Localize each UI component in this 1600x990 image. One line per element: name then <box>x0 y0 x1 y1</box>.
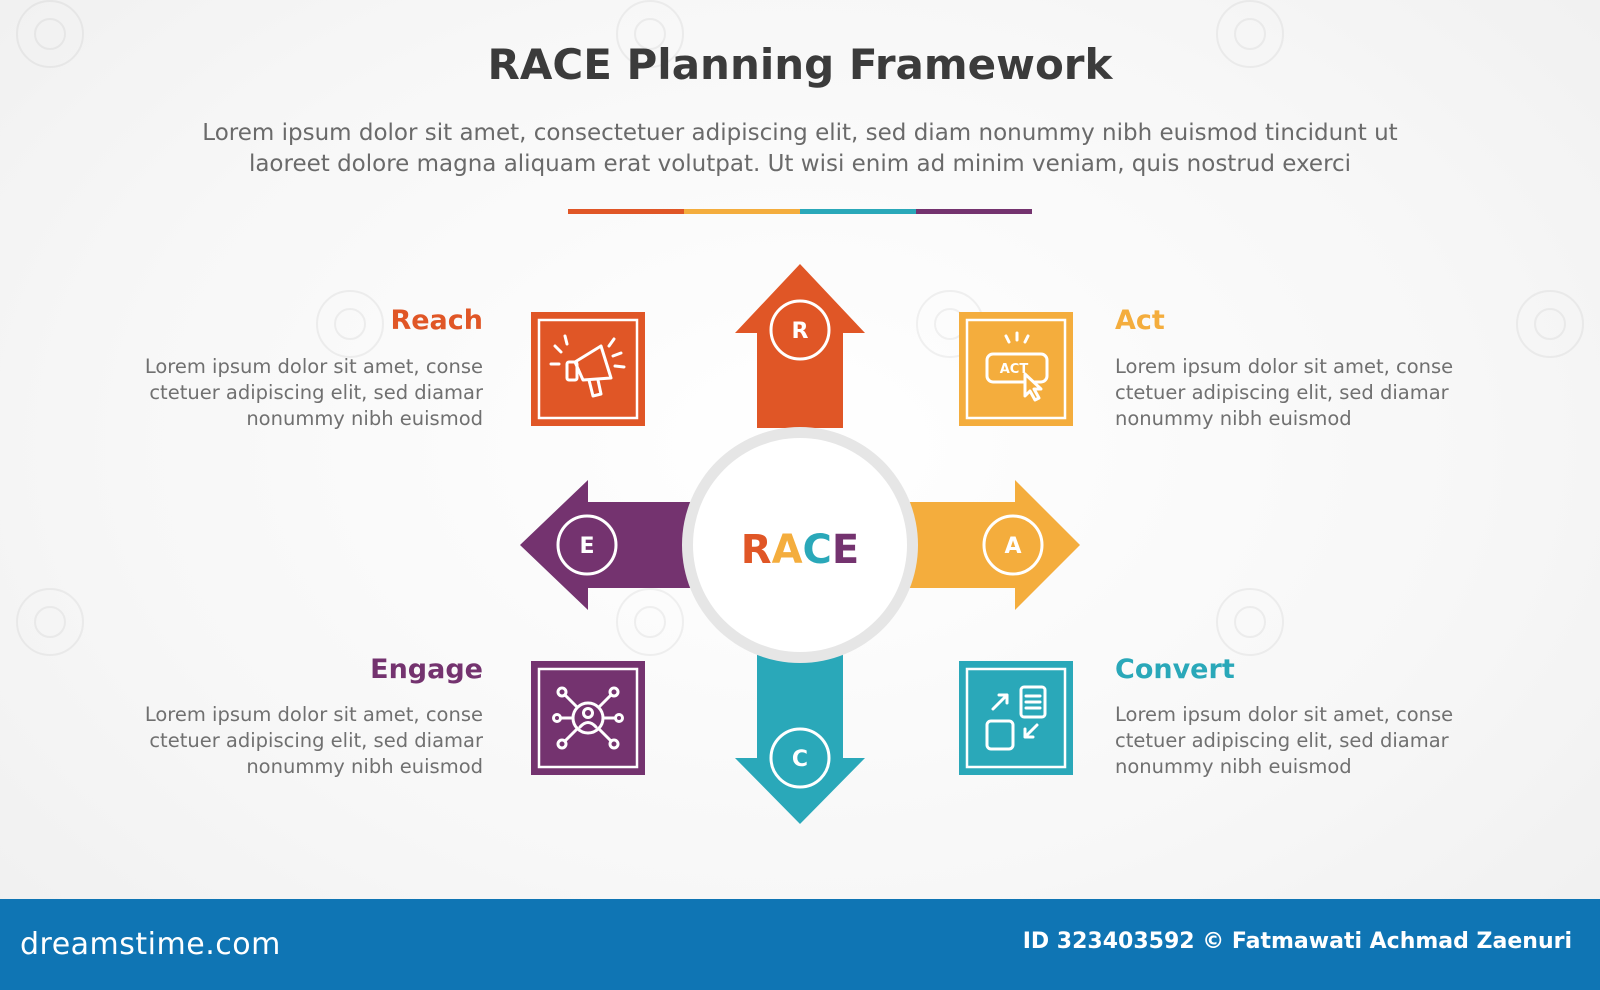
center-letter-e: E <box>832 527 859 573</box>
center-letter-a: A <box>772 527 803 573</box>
footer-bar: dreamstime.com ID 323403592 © Fatmawati … <box>0 899 1600 990</box>
description-line: nonummy nibh euismod <box>246 407 483 430</box>
reach-title: Reach <box>390 305 483 336</box>
convert-arrow: C <box>735 652 865 824</box>
footer-logo[interactable]: dreamstime.com <box>20 927 281 962</box>
description-line: nonummy nibh euismod <box>1115 755 1352 778</box>
watermark-icon <box>316 290 384 358</box>
color-divider <box>568 209 1032 214</box>
watermark-icon <box>16 0 84 68</box>
convert-description: Lorem ipsum dolor sit amet, conse ctetue… <box>1115 702 1485 780</box>
watermark-icon <box>16 588 84 656</box>
watermark-icon <box>1216 588 1284 656</box>
center-circle: RACE <box>682 427 918 663</box>
race-diagram: R C A E RACE <box>520 264 1080 824</box>
engage-arrow-letter: E <box>579 534 594 559</box>
act-description: Lorem ipsum dolor sit amet, conse ctetue… <box>1115 354 1485 432</box>
reach-icon-box <box>531 312 645 426</box>
network-user-icon <box>531 661 645 775</box>
act-icon-label: ACT <box>1000 362 1029 377</box>
act-icon-box: ACT <box>959 312 1073 426</box>
description-line: nonummy nibh euismod <box>1115 407 1352 430</box>
watermark-icon <box>616 588 684 656</box>
svg-text:RACE: RACE <box>741 527 859 573</box>
act-arrow: A <box>908 480 1080 610</box>
engage-arrow: E <box>520 480 692 610</box>
description-line: ctetuer adipiscing elit, sed diamar <box>149 729 483 752</box>
description-line: nonummy nibh euismod <box>246 755 483 778</box>
description-line: ctetuer adipiscing elit, sed diamar <box>1115 729 1449 752</box>
reach-arrow: R <box>735 264 865 428</box>
center-letter-r: R <box>741 527 772 573</box>
description-line: ctetuer adipiscing elit, sed diamar <box>1115 381 1449 404</box>
watermark-icon <box>1516 290 1584 358</box>
convert-arrow-letter: C <box>792 747 808 772</box>
watermark-icon <box>616 0 684 68</box>
description-line: Lorem ipsum dolor sit amet, conse <box>1115 703 1454 726</box>
act-button-click-icon: ACT <box>959 312 1073 426</box>
footer-credit: ID 323403592 © Fatmawati Achmad Zaenuri <box>1022 929 1572 954</box>
description-line: Lorem ipsum dolor sit amet, conse <box>144 355 483 378</box>
description-line: Lorem ipsum dolor sit amet, conse <box>1115 355 1454 378</box>
engage-description: Lorem ipsum dolor sit amet, conse ctetue… <box>113 702 483 780</box>
page-subtitle: Lorem ipsum dolor sit amet, consectetuer… <box>100 118 1500 180</box>
act-title: Act <box>1115 305 1165 336</box>
divider-segment-engage <box>916 209 1032 214</box>
center-letter-c: C <box>803 527 832 573</box>
conversion-icon <box>959 661 1073 775</box>
page-title: RACE Planning Framework <box>487 40 1113 89</box>
reach-description: Lorem ipsum dolor sit amet, conse ctetue… <box>113 354 483 432</box>
megaphone-icon <box>531 312 645 426</box>
convert-icon-box <box>959 661 1073 775</box>
divider-segment-reach <box>568 209 684 214</box>
divider-segment-convert <box>800 209 916 214</box>
engage-icon-box <box>531 661 645 775</box>
act-arrow-letter: A <box>1004 534 1021 559</box>
description-line: Lorem ipsum dolor sit amet, conse <box>144 703 483 726</box>
reach-arrow-letter: R <box>792 319 809 344</box>
watermark-icon <box>1216 0 1284 68</box>
engage-title: Engage <box>370 654 483 685</box>
description-line: ctetuer adipiscing elit, sed diamar <box>149 381 483 404</box>
convert-title: Convert <box>1115 654 1235 685</box>
divider-segment-act <box>684 209 800 214</box>
subtitle-line: Lorem ipsum dolor sit amet, consectetuer… <box>202 120 1398 146</box>
subtitle-line: laoreet dolore magna aliquam erat volutp… <box>248 151 1352 177</box>
